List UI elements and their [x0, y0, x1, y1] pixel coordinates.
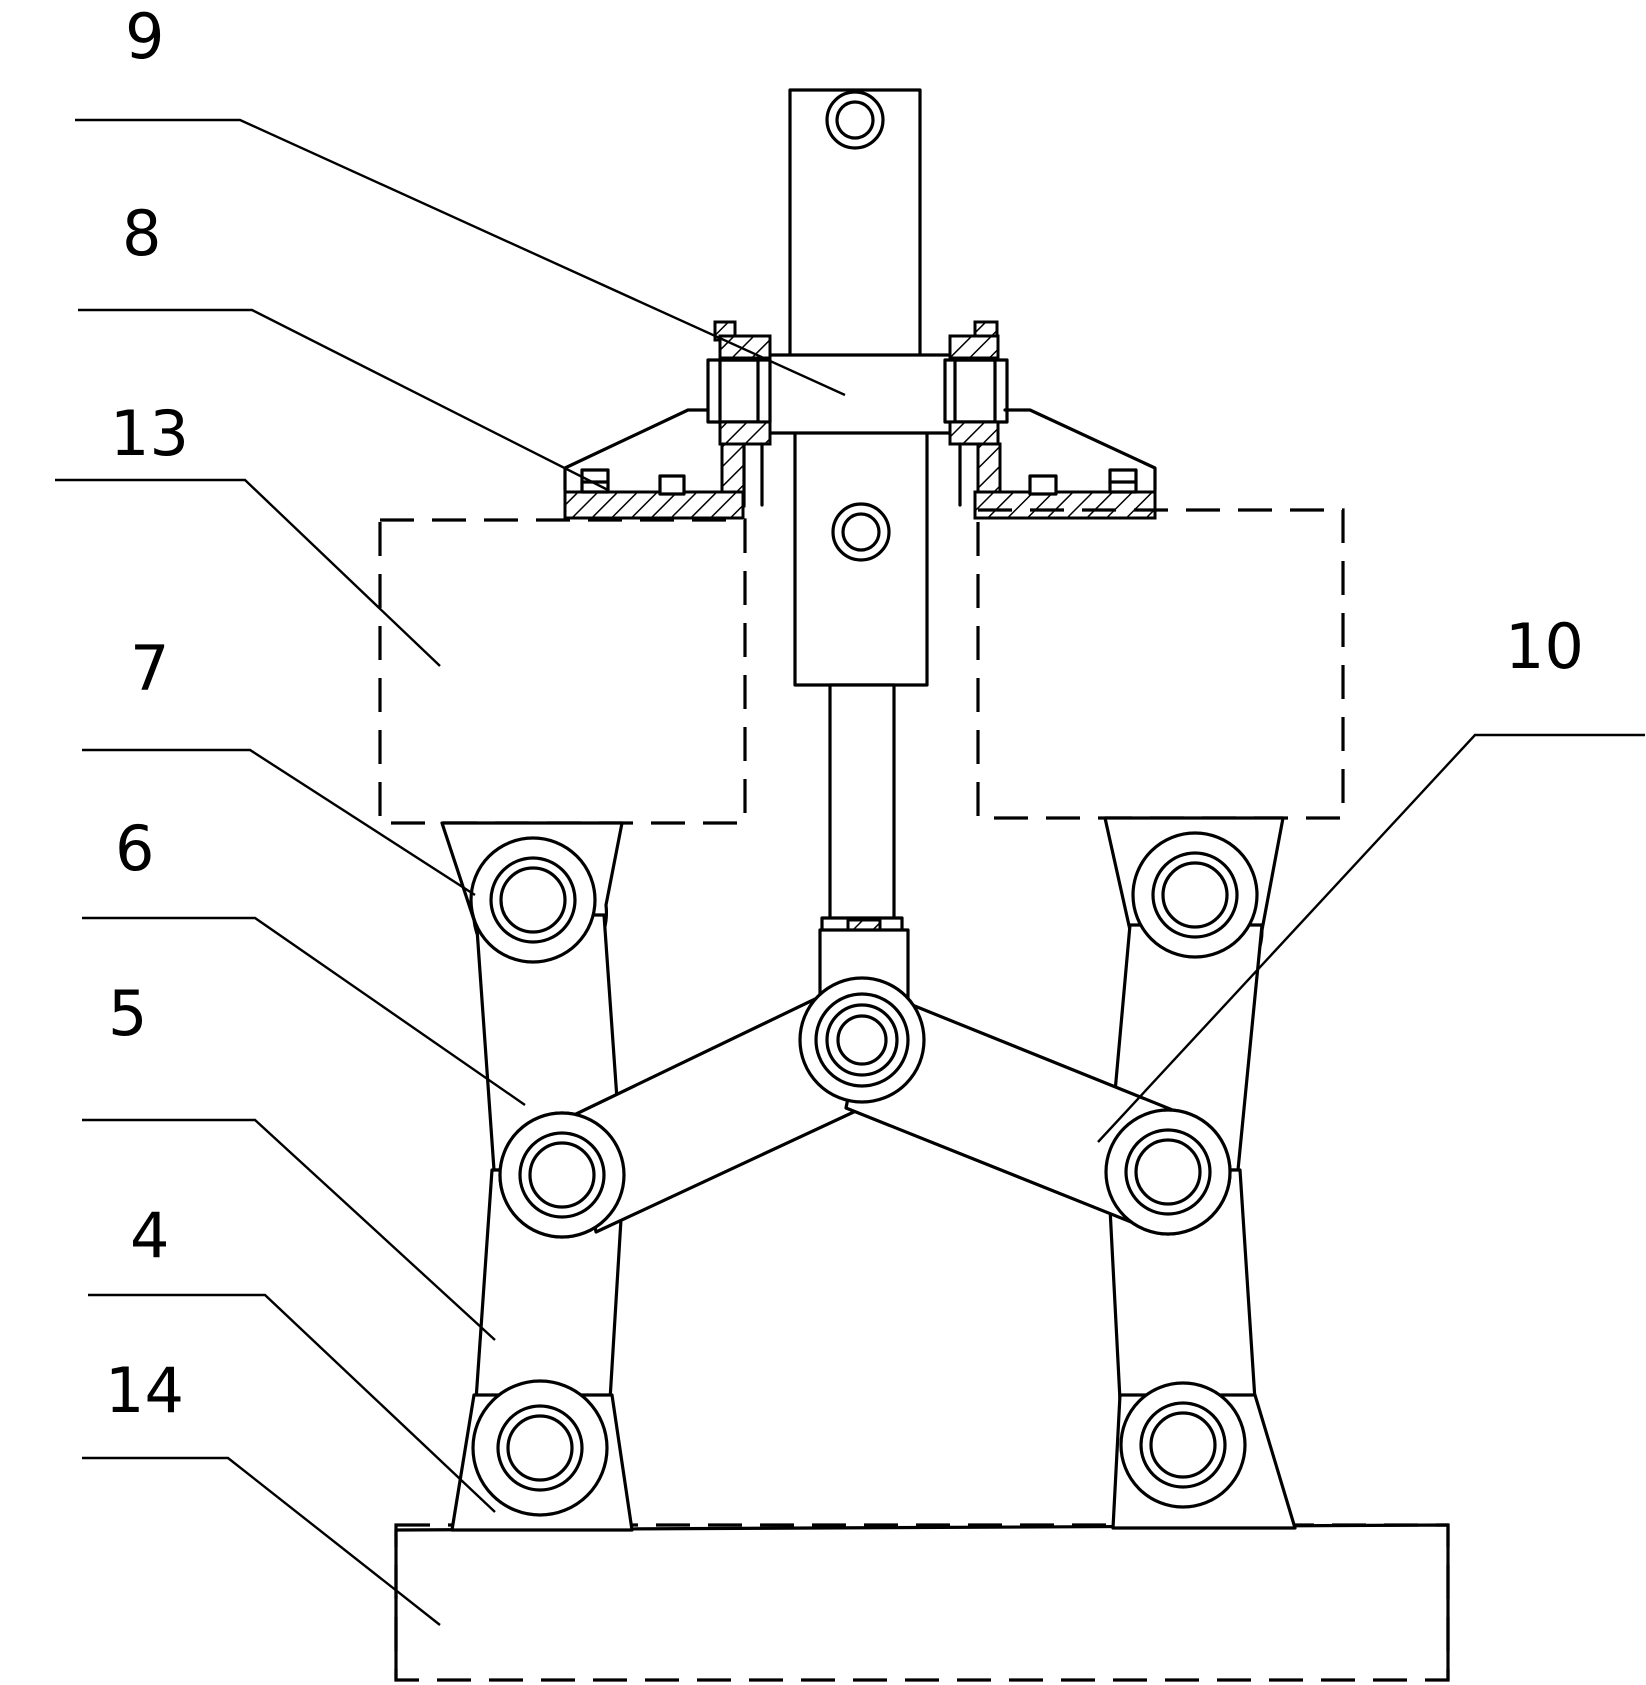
- label-10: 10: [1505, 610, 1584, 683]
- label-5: 5: [108, 977, 147, 1050]
- lower-column: [795, 430, 927, 685]
- label-8: 8: [122, 197, 161, 270]
- label-6: 6: [115, 812, 154, 885]
- right-dashed-box: [978, 510, 1343, 818]
- label-7: 7: [130, 632, 169, 705]
- label-4: 4: [130, 1199, 169, 1272]
- base-dashed-outline: [396, 1525, 1448, 1680]
- piston-rod: [820, 685, 908, 998]
- left-bearing-assembly: [708, 322, 770, 506]
- label-9: 9: [125, 0, 164, 73]
- central-pivot: [800, 978, 924, 1102]
- label-13: 13: [110, 397, 189, 470]
- left-mounting-plate: [565, 410, 743, 518]
- right-mounting-plate: [975, 410, 1155, 518]
- label-14: 14: [105, 1354, 184, 1427]
- left-dashed-box: [380, 520, 745, 823]
- upper-column: [790, 90, 920, 358]
- right-bearing-assembly: [945, 322, 1007, 506]
- cross-shaft: [768, 355, 958, 433]
- base-top-edge: [396, 1525, 1448, 1680]
